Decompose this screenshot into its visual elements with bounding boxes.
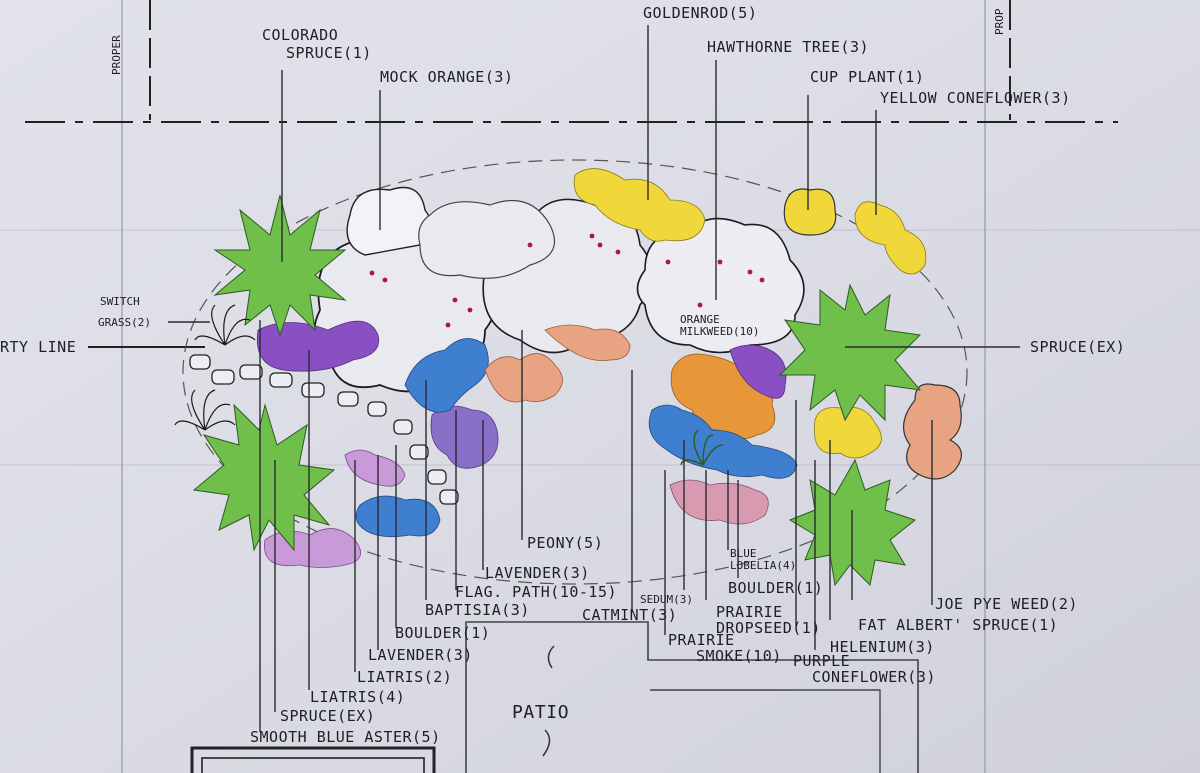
patio-outline [465,621,919,773]
label-blue-lobelia-1: BLUE [730,547,757,560]
label-mock-orange: MOCK ORANGE(3) [380,68,513,86]
colorado-spruce [213,194,347,337]
label-spruce-ex-right: SPRUCE(EX) [1030,338,1125,356]
label-boulder-1a: BOULDER(1) [395,624,490,642]
label-colorado-spruce-2: SPRUCE(1) [286,44,372,62]
label-sedum: SEDUM(3) [640,593,693,606]
label-boulder-1b: BOULDER(1) [728,579,823,597]
peony-group [484,324,631,403]
label-peony: PEONY(5) [527,534,603,552]
label-baptisia: BAPTISIA(3) [425,601,530,619]
label-orange-milkweed-1: ORANGE [680,313,720,326]
cup-plant [783,188,837,236]
lavender-group [430,405,499,469]
label-spruce-ex-left: SPRUCE(EX) [280,707,375,725]
mock-orange-shrubs [346,186,555,279]
label-switch-grass-1: SWITCH [100,295,140,308]
label-purple-coneflower-1: PURPLE [793,652,850,670]
label-lavender-3b: LAVENDER(3) [368,646,473,664]
label-hawthorne-tree: HAWTHORNE TREE(3) [707,38,869,56]
label-blue-lobelia-2: LOBELIA(4) [730,559,796,572]
label-prairie-smoke-2: SMOKE(10) [696,647,782,665]
label-smooth-blue-aster: SMOOTH BLUE ASTER(5) [250,728,441,746]
spruce-ex-right [778,283,922,422]
label-liatris-4: LIATRIS(4) [310,688,405,706]
goldenrod-group [573,168,706,242]
label-property-left: PROPER [110,35,123,75]
property-lines [25,0,1118,348]
label-property-right: PROP [993,8,1006,35]
label-helenium: HELENIUM(3) [830,638,935,656]
yellow-coneflower [854,201,927,275]
switch-grass [174,304,256,431]
label-orange-milkweed-2: MILKWEED(10) [680,325,759,338]
label-goldenrod: GOLDENROD(5) [643,4,757,22]
label-liatris-2: LIATRIS(2) [357,668,452,686]
garden-bed [182,159,968,585]
label-prairie-dropseed-2: DROPSEED(1) [716,619,821,637]
flagstone-path [189,354,459,505]
hawthorne-berries [369,233,765,328]
label-property-line: RTY LINE [0,338,76,356]
label-switch-grass-2: GRASS(2) [98,316,151,329]
label-prairie-dropseed-1: PRAIRIE [716,603,783,621]
label-catmint: CATMINT(3) [582,606,677,624]
helenium [813,406,882,459]
prairie-smoke-group [669,479,769,525]
label-yellow-coneflower: YELLOW CONEFLOWER(3) [880,89,1071,107]
label-cup-plant: CUP PLANT(1) [810,68,924,86]
plant-labels: PROPER PROP RTY LINE COLORADO SPRUCE(1) … [0,4,1125,746]
label-prairie-smoke-1: PRAIRIE [668,631,735,649]
house-corner [190,746,436,773]
label-patio: PATIO [512,702,569,723]
spruce-ex-left [192,403,336,552]
label-colorado-spruce-1: COLORADO [262,26,338,44]
prairie-dropseed [680,429,724,466]
label-fat-albert: FAT ALBERT' SPRUCE(1) [858,616,1058,634]
label-flag-path: FLAG. PATH(10-15) [455,583,617,601]
label-purple-coneflower-2: CONEFLOWER(3) [812,668,936,686]
label-lavender-3a: LAVENDER(3) [485,564,590,582]
leader-lines [168,25,1020,732]
liatris-group [256,320,787,399]
label-joe-pye-weed: JOE PYE WEED(2) [935,595,1078,613]
